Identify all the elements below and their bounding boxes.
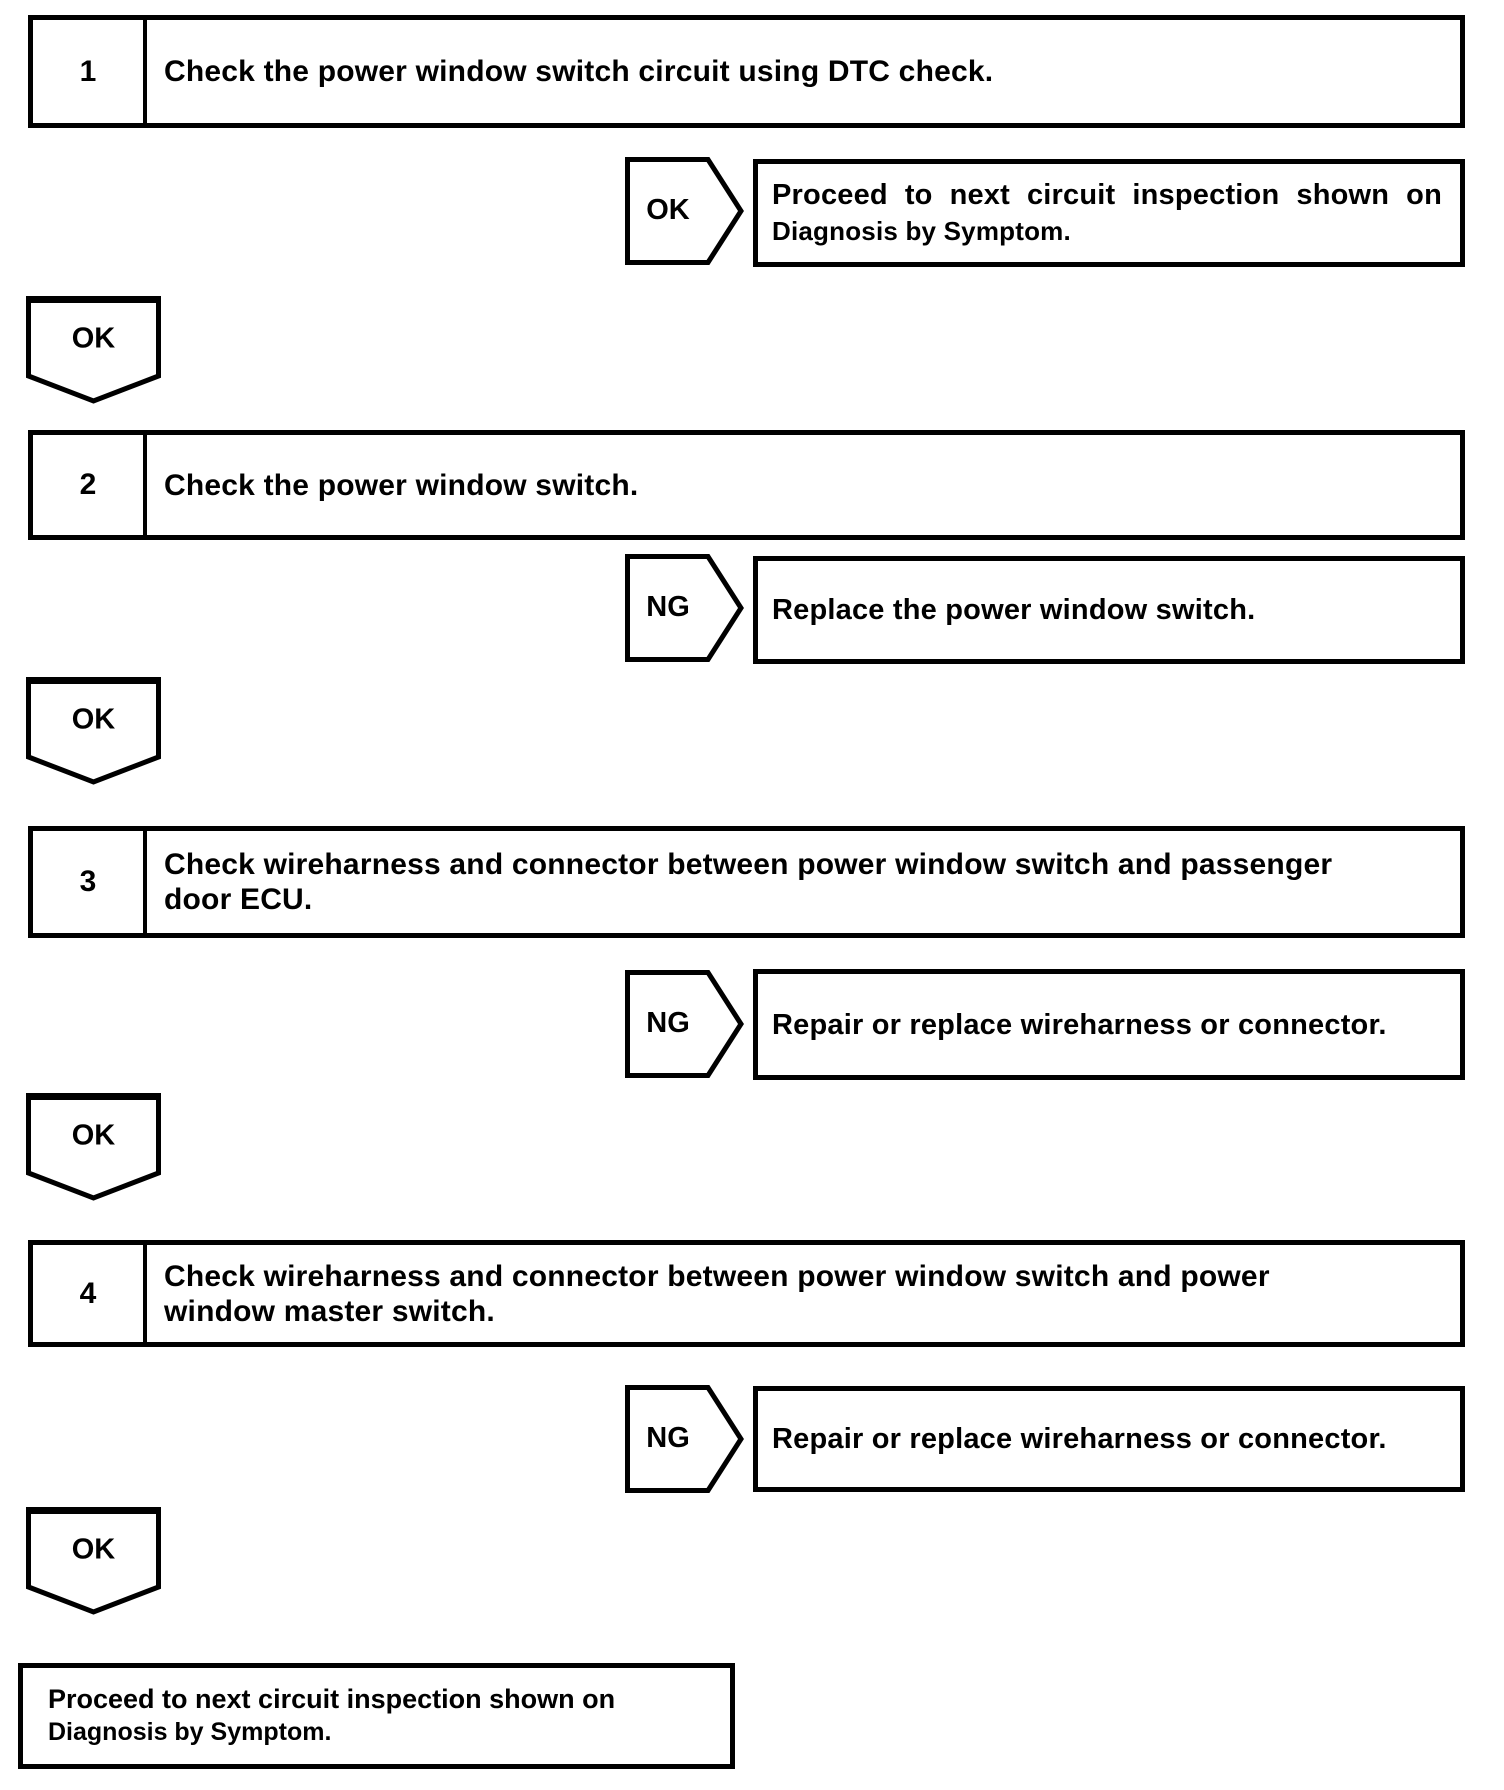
step-2-branch: NG	[625, 554, 744, 662]
step-1-text-line: Check the power window switch circuit us…	[164, 55, 994, 88]
step-4-instruction: Check wireharness and connector between …	[147, 1245, 1460, 1342]
branch-label: OK	[646, 193, 690, 226]
step-3-text-line: door ECU.	[164, 883, 313, 916]
step-1-branch: OK	[625, 157, 744, 265]
step-1-instruction: Check the power window switch circuit us…	[147, 20, 1460, 123]
end-text-line: Diagnosis by Symptom.	[48, 1718, 332, 1746]
continue-label: OK	[71, 1533, 116, 1566]
step-4-number: 4	[33, 1245, 147, 1342]
step-4-text-line: window master switch.	[164, 1294, 495, 1328]
step-1-number: 1	[33, 20, 147, 123]
step-2-number: 2	[33, 435, 147, 535]
step-3-text-line: Check wireharness and connector between …	[164, 848, 1333, 881]
step-3-instruction: Check wireharness and connector between …	[147, 831, 1460, 933]
step-3-continue: OK	[26, 1093, 161, 1201]
branch-label: NG	[646, 1006, 690, 1039]
continue-label: OK	[71, 703, 116, 736]
result-text-line: Diagnosis by Symptom.	[772, 216, 1071, 246]
step-4-text-line: Check wireharness and connector between …	[164, 1259, 1270, 1293]
step-2-text-line: Check the power window switch.	[164, 468, 639, 502]
step-3-result-box: Repair or replace wireharness or connect…	[753, 969, 1465, 1080]
step-2-instruction: Check the power window switch.	[147, 435, 1460, 535]
end-text-line: Proceed to next circuit inspection shown…	[48, 1684, 616, 1714]
result-text-line: Repair or replace wireharness or connect…	[772, 1423, 1387, 1455]
step-1-box: 1 Check the power window switch circuit …	[28, 15, 1465, 128]
branch-label: NG	[646, 590, 690, 623]
step-3-branch: NG	[625, 970, 744, 1078]
step-1-continue: OK	[26, 296, 161, 404]
continue-label: OK	[71, 1119, 116, 1152]
continue-label: OK	[71, 322, 116, 355]
step-2-box: 2 Check the power window switch.	[28, 430, 1465, 540]
step-4-branch: NG	[625, 1385, 744, 1493]
step-4-continue: OK	[26, 1507, 161, 1615]
step-1-result-box: Proceed to next circuit inspection shown…	[753, 159, 1465, 267]
step-4-result-box: Repair or replace wireharness or connect…	[753, 1386, 1465, 1492]
step-4-box: 4 Check wireharness and connector betwee…	[28, 1240, 1465, 1347]
result-text-line: Proceed to next circuit inspection shown…	[772, 179, 1442, 211]
step-3-number: 3	[33, 831, 147, 933]
result-text-line: Repair or replace wireharness or connect…	[772, 1008, 1387, 1041]
result-text-line: Replace the power window switch.	[772, 594, 1256, 626]
step-2-result-box: Replace the power window switch.	[753, 556, 1465, 664]
step-3-box: 3 Check wireharness and connector betwee…	[28, 826, 1465, 938]
step-2-continue: OK	[26, 677, 161, 785]
end-box: Proceed to next circuit inspection shown…	[18, 1663, 735, 1769]
branch-label: NG	[646, 1421, 690, 1454]
